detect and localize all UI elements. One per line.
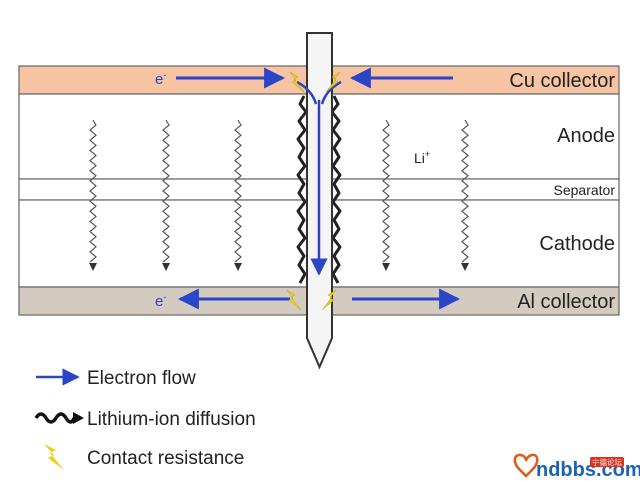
lithium-ion-diffusion-arrows bbox=[89, 119, 469, 271]
cathode-label: Cathode bbox=[539, 233, 615, 255]
separator-label: Separator bbox=[554, 182, 616, 198]
lithium-diffusion-wave bbox=[234, 119, 242, 263]
nail-interface-left bbox=[296, 95, 308, 284]
contact-resistance-spark bbox=[289, 71, 305, 93]
legend-lithium-diffusion-arrowhead bbox=[73, 412, 84, 424]
lithium-diffusion-wave bbox=[89, 119, 97, 263]
lithium-diffusion-arrowhead bbox=[382, 263, 390, 271]
contact-resistance-spark bbox=[321, 289, 337, 311]
al-collector-label: Al collector bbox=[517, 291, 615, 313]
watermark-heart-icon bbox=[513, 453, 539, 478]
electron-symbol-top: e bbox=[155, 71, 163, 88]
legend-electron-flow-label: Electron flow bbox=[87, 368, 196, 389]
lithium-ion-label: Li+ bbox=[414, 149, 430, 166]
electron-charge-bottom: - bbox=[163, 292, 166, 302]
watermark: ndbbs.com 宁德论坛 bbox=[513, 453, 640, 481]
nail-interface-right bbox=[330, 95, 342, 284]
electron-label-top: e- bbox=[155, 70, 166, 88]
electron-charge-top: - bbox=[163, 70, 166, 80]
legend-lithium-diffusion-icon bbox=[34, 412, 76, 424]
lithium-diffusion-wave bbox=[162, 119, 170, 263]
legend-lithium-diffusion-label: Lithium-ion diffusion bbox=[87, 409, 256, 430]
lithium-diffusion-wave bbox=[382, 119, 390, 263]
electron-arrow-nail-branch-left bbox=[296, 80, 318, 105]
electron-label-bottom: e- bbox=[155, 292, 166, 310]
electron-symbol-bottom: e bbox=[155, 293, 163, 310]
contact-resistance-sparks bbox=[286, 71, 341, 311]
legend-contact-resistance-label: Contact resistance bbox=[87, 448, 244, 469]
lithium-diffusion-arrowhead bbox=[461, 263, 469, 271]
lithium-diffusion-arrowhead bbox=[234, 263, 242, 271]
watermark-badge bbox=[590, 457, 624, 467]
lithium-diffusion-wave bbox=[461, 119, 469, 263]
lithium-charge: + bbox=[425, 149, 430, 159]
contact-resistance-spark bbox=[286, 289, 302, 311]
lithium-symbol: Li bbox=[414, 150, 425, 166]
lithium-diffusion-arrowhead bbox=[162, 263, 170, 271]
lithium-diffusion-arrowhead bbox=[89, 263, 97, 271]
watermark-text: ndbbs.com bbox=[536, 459, 640, 481]
contact-resistance-spark bbox=[325, 71, 341, 93]
electron-arrow-nail-branch-right bbox=[320, 80, 342, 105]
watermark-sub: 宁德论坛 bbox=[592, 457, 622, 467]
legend-contact-resistance-icon bbox=[44, 444, 64, 470]
anode-label: Anode bbox=[557, 125, 615, 147]
cu-collector-label: Cu collector bbox=[509, 70, 615, 92]
